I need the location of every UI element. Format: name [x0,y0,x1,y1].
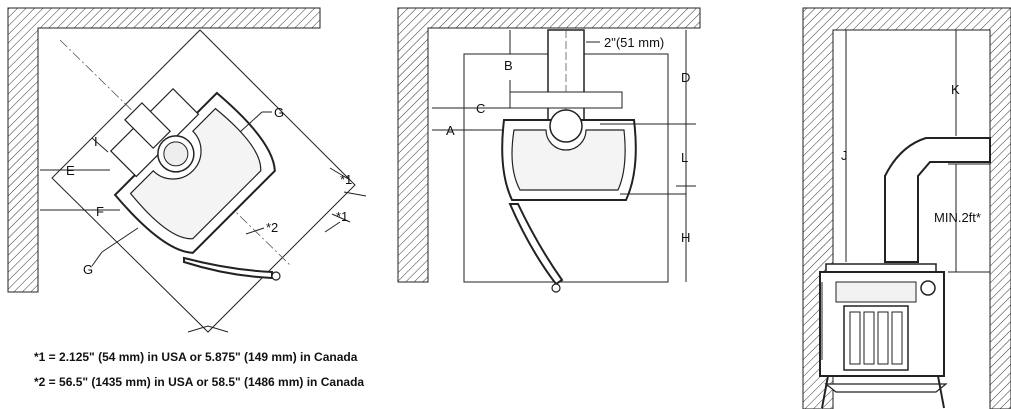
label-l: L [681,150,688,165]
note-1-text: 1 = 2.125" (54 mm) in USA or 5.875" (149… [39,350,358,364]
floor-protector [51,29,356,333]
label-j: J [841,148,848,163]
label-h: H [681,230,690,245]
footnotes: *1 = 2.125" (54 mm) in USA or 5.875" (14… [34,350,364,389]
stove-top-corner [109,87,276,254]
label-f: F [96,204,104,219]
label-pipe-clearance: 2"(51 mm) [604,35,664,50]
label-e: E [66,163,75,178]
label-d: D [681,70,690,85]
label-star1-top: *1 [340,172,352,187]
label-g-top: G [274,105,284,120]
label-a: A [446,123,455,138]
side-elevation-view: J K MIN.2ft* [802,7,1011,409]
label-star1-bottom: *1 [336,209,348,224]
stove-door-parallel [508,203,564,286]
label-star2: *2 [266,220,278,235]
label-b: B [504,58,513,73]
corner-wall [7,7,321,293]
label-k: K [951,82,960,97]
label-c: C [476,101,485,116]
note-2: *2 = 56.5" (1435 mm) in USA or 58.5" (14… [34,375,364,389]
note-1-mark: * [34,350,39,364]
notch [187,325,229,333]
note-1: *1 = 2.125" (54 mm) in USA or 5.875" (14… [34,350,358,364]
label-min-2ft: MIN.2ft* [934,210,981,225]
parallel-wall [397,7,701,283]
corner-installation-view: G G I E F *2 *1 *1 [7,7,367,333]
stove-door-corner [183,256,273,280]
note-2-mark: * [34,375,39,389]
label-i: I [94,134,98,149]
parallel-installation-view: 2"(51 mm) B C A D L H [397,7,701,293]
note-2-text: 2 = 56.5" (1435 mm) in USA or 58.5" (148… [39,375,365,389]
label-g-bottom: G [83,262,93,277]
flue-elbow [884,137,991,263]
